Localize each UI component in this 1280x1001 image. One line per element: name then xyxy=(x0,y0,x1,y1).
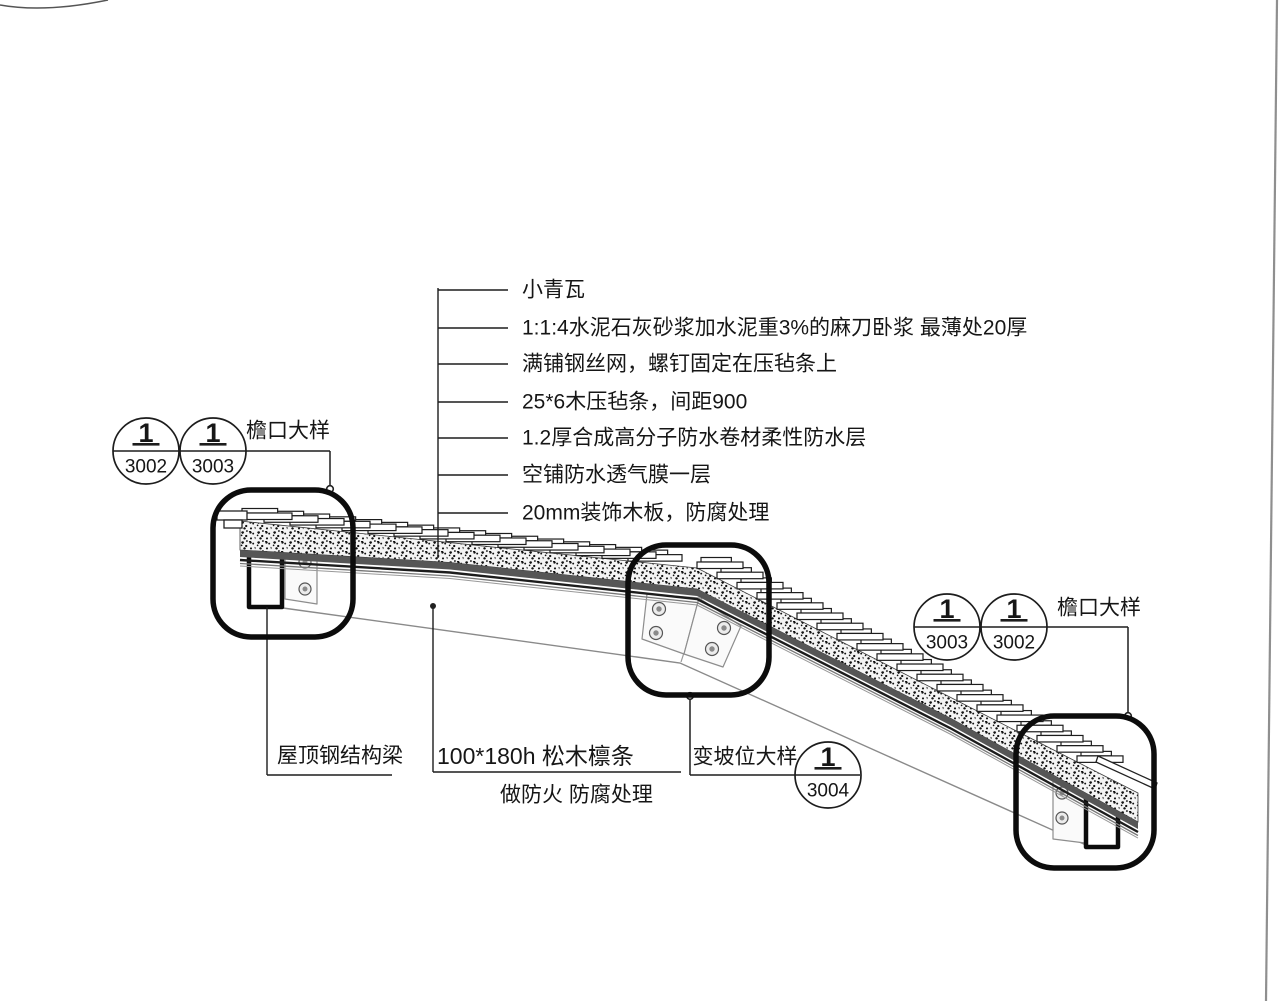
layer-annotation: 满铺钢丝网，螺钉固定在压毡条上 xyxy=(522,353,837,376)
roof-beam-label: 屋顶钢结构梁 xyxy=(277,745,403,768)
slope-change-detail-box xyxy=(625,542,772,698)
detail-boundary-boxes xyxy=(210,487,1157,871)
left-eave-detail-box xyxy=(210,487,356,640)
purlin-treatment-label: 做防火 防腐处理 xyxy=(500,784,653,807)
callout-title: 檐口大样 xyxy=(246,420,330,443)
leader-dot xyxy=(430,603,436,609)
sheet-number: 3003 xyxy=(926,633,968,654)
slope-change-plate-right xyxy=(683,597,742,668)
left-eave-board xyxy=(216,510,248,521)
callout-right-eave: 1 3003 1 3002 檐口大样 xyxy=(913,593,1141,721)
sheet-number: 3003 xyxy=(192,457,234,478)
detail-number: 1 xyxy=(138,418,153,448)
left-eave-board-cap xyxy=(223,519,243,529)
layer-annotation: 小青瓦 xyxy=(522,279,585,302)
purlin-label: 100*180h 松木檩条 xyxy=(437,743,634,769)
layer-annotation: 1.2厚合成高分子防水卷材柔性防水层 xyxy=(522,427,866,450)
callout-left-eave: 1 3002 1 3003 檐口大样 xyxy=(112,417,335,494)
layer-annotation: 空铺防水透气膜一层 xyxy=(522,464,711,487)
sheet-number: 3002 xyxy=(125,457,167,478)
tile-course xyxy=(237,507,683,562)
detail-number: 1 xyxy=(1006,594,1021,624)
detail-number: 1 xyxy=(939,594,954,624)
callout-title: 檐口大样 xyxy=(1057,597,1141,620)
layer-annotation-stack: 小青瓦 1:1:4水泥石灰砂浆加水泥重3%的麻刀卧浆 最薄处20厚 满铺钢丝网，… xyxy=(437,279,1027,558)
callout-title: 变坡位大样 xyxy=(693,746,798,769)
sheet-border-line xyxy=(1264,0,1279,1001)
sheet-number: 3004 xyxy=(807,781,850,802)
detail-number: 1 xyxy=(205,418,220,448)
sheet-number: 3002 xyxy=(993,633,1035,654)
layer-annotation: 25*6木压毡条，间距900 xyxy=(522,391,747,414)
cropped-bubble-arc xyxy=(0,0,109,9)
callout-slope-change: 1 3004 变坡位大样 xyxy=(685,691,862,809)
layer-annotation: 20mm装饰木板，防腐处理 xyxy=(522,502,769,525)
right-eave-detail-box xyxy=(1013,713,1157,871)
layer-annotation: 1:1:4水泥石灰砂浆加水泥重3%的麻刀卧浆 最薄处20厚 xyxy=(522,317,1027,340)
detail-number: 1 xyxy=(820,742,835,772)
